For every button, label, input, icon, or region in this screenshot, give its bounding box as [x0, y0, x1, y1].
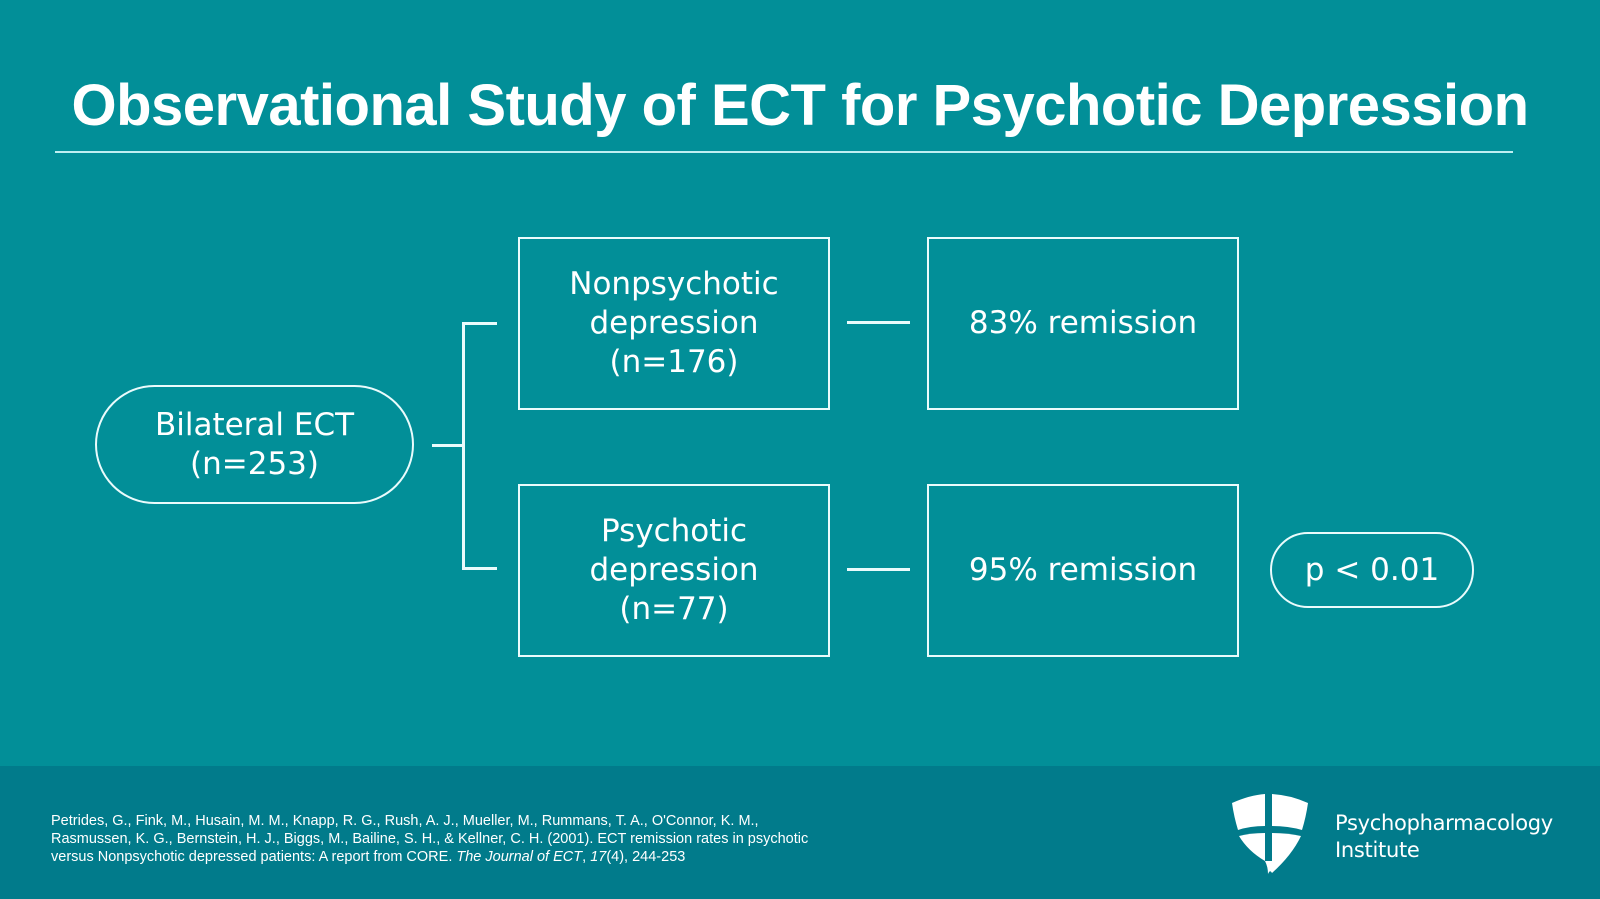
- brand-name: Psychopharmacology Institute: [1335, 810, 1553, 864]
- result-text: 95% remission: [968, 552, 1198, 588]
- bracket-bottom-stub: [462, 567, 497, 570]
- root-node-bilateral-ect: Bilateral ECT (n=253): [95, 385, 414, 504]
- shield-cross-icon: [1232, 794, 1308, 874]
- group-node-nonpsychotic: Nonpsychotic depression (n=176): [518, 237, 830, 410]
- group-label-line1: Psychotic: [600, 513, 748, 549]
- citation-separator: ,: [582, 849, 591, 865]
- footer-bar: [0, 766, 1600, 899]
- citation-issue-pages: (4), 244-253: [606, 849, 686, 865]
- p-value-text: p < 0.01: [1304, 551, 1440, 588]
- citation-volume: 17: [590, 849, 607, 865]
- brand-line1: Psychopharmacology: [1335, 811, 1553, 835]
- citation: Petrides, G., Fink, M., Husain, M. M., K…: [51, 812, 811, 866]
- result-node-psychotic: 95% remission: [927, 484, 1239, 657]
- result-text: 83% remission: [968, 305, 1198, 341]
- result-node-nonpsychotic: 83% remission: [927, 237, 1239, 410]
- group-label-line2: depression: [589, 305, 759, 341]
- root-connector: [432, 444, 464, 447]
- title-divider: [55, 151, 1513, 153]
- citation-authors-title: Petrides, G., Fink, M., Husain, M. M., K…: [51, 813, 809, 865]
- group-count: (n=77): [619, 591, 729, 627]
- bracket-top-stub: [462, 322, 497, 325]
- root-node-label: Bilateral ECT: [154, 406, 355, 443]
- group-node-psychotic: Psychotic depression (n=77): [518, 484, 830, 657]
- group-label-line1: Nonpsychotic: [569, 266, 779, 302]
- result-connector-nonpsychotic: [847, 321, 910, 324]
- bracket-vertical: [462, 322, 465, 570]
- group-count: (n=176): [609, 344, 739, 380]
- brand-line2: Institute: [1335, 838, 1420, 862]
- citation-journal: The Journal of ECT: [456, 849, 583, 865]
- p-value-badge: p < 0.01: [1270, 532, 1474, 608]
- root-node-count: (n=253): [190, 445, 319, 482]
- slide-title: Observational Study of ECT for Psychotic…: [71, 73, 1529, 138]
- result-connector-psychotic: [847, 568, 910, 571]
- group-label-line2: depression: [589, 552, 759, 588]
